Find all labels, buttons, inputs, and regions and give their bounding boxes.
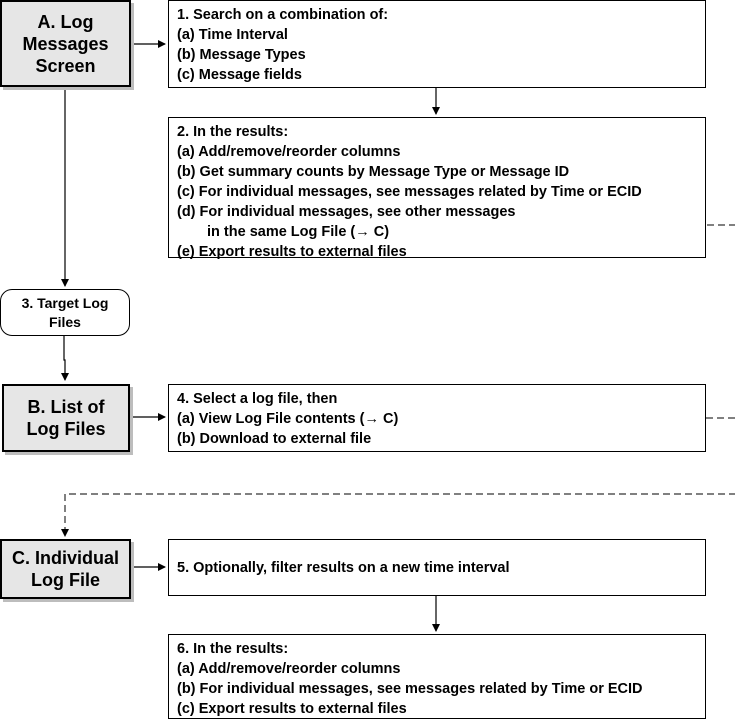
step6-box: 6. In the results: (a) Add/remove/reorde… xyxy=(168,634,706,719)
list-of-log-files-line1: B. List of xyxy=(27,397,105,417)
step6-heading: 6. In the results: xyxy=(177,641,289,657)
log-messages-title-line3: Screen xyxy=(35,55,96,76)
target-log-files-line2: Files xyxy=(49,313,81,330)
list-of-log-files-box: B. List of Log Files xyxy=(2,384,130,452)
target-log-files-box: 3. Target Log Files xyxy=(0,289,130,336)
step5-box: 5. Optionally, filter results on a new t… xyxy=(168,539,706,596)
step6-item-b: (b) For individual messages, see message… xyxy=(177,681,643,697)
individual-log-file-box: C. Individual Log File xyxy=(0,539,131,599)
step1-box: 1. Search on a combination of: (a) Time … xyxy=(168,0,706,88)
step5-text: 5. Optionally, filter results on a new t… xyxy=(177,559,510,576)
log-messages-title-line2: Messages xyxy=(22,33,109,54)
step4-box: 4. Select a log file, then (a) View Log … xyxy=(168,384,706,452)
step2-item-b: (b) Get summary counts by Message Type o… xyxy=(177,164,570,180)
arrow-step3-to-b xyxy=(61,336,69,381)
log-messages-title-line1: A. Log xyxy=(37,11,94,32)
step4-item-b: (b) Download to external file xyxy=(177,431,372,447)
step2-box: 2. In the results: (a) Add/remove/reorde… xyxy=(168,117,706,260)
individual-log-file-line2: Log File xyxy=(30,570,100,590)
step4-item-a: (a) View Log File contents (→ C) xyxy=(177,411,399,427)
step1-heading: 1. Search on a combination of: xyxy=(177,7,389,23)
step2-item-d: (d) For individual messages, see other m… xyxy=(177,204,516,220)
step2-item-c: (c) For individual messages, see message… xyxy=(177,184,642,200)
individual-log-file-line1: C. Individual xyxy=(11,548,119,568)
target-log-files-line1: 3. Target Log xyxy=(21,294,109,311)
step6-item-c: (c) Export results to external files xyxy=(177,701,407,717)
step2-heading: 2. In the results: xyxy=(177,124,289,140)
dashed-into-c xyxy=(61,493,735,537)
step1-item-a: (a) Time Interval xyxy=(177,27,288,43)
step1-item-c: (c) Message fields xyxy=(177,67,302,83)
log-messages-screen-box: A. Log Messages Screen xyxy=(0,0,131,87)
step1-item-b: (b) Message Types xyxy=(177,47,306,63)
step2-item-a: (a) Add/remove/reorder columns xyxy=(177,144,401,160)
dashed-step2-to-c xyxy=(432,224,735,226)
step4-heading: 4. Select a log file, then xyxy=(177,391,338,407)
step2-item-d-continued: in the same Log File (→ C) xyxy=(207,224,390,240)
step2-item-e: (e) Export results to external files xyxy=(177,244,407,260)
list-of-log-files-line2: Log Files xyxy=(26,419,106,439)
step6-item-a: (a) Add/remove/reorder columns xyxy=(177,661,401,677)
